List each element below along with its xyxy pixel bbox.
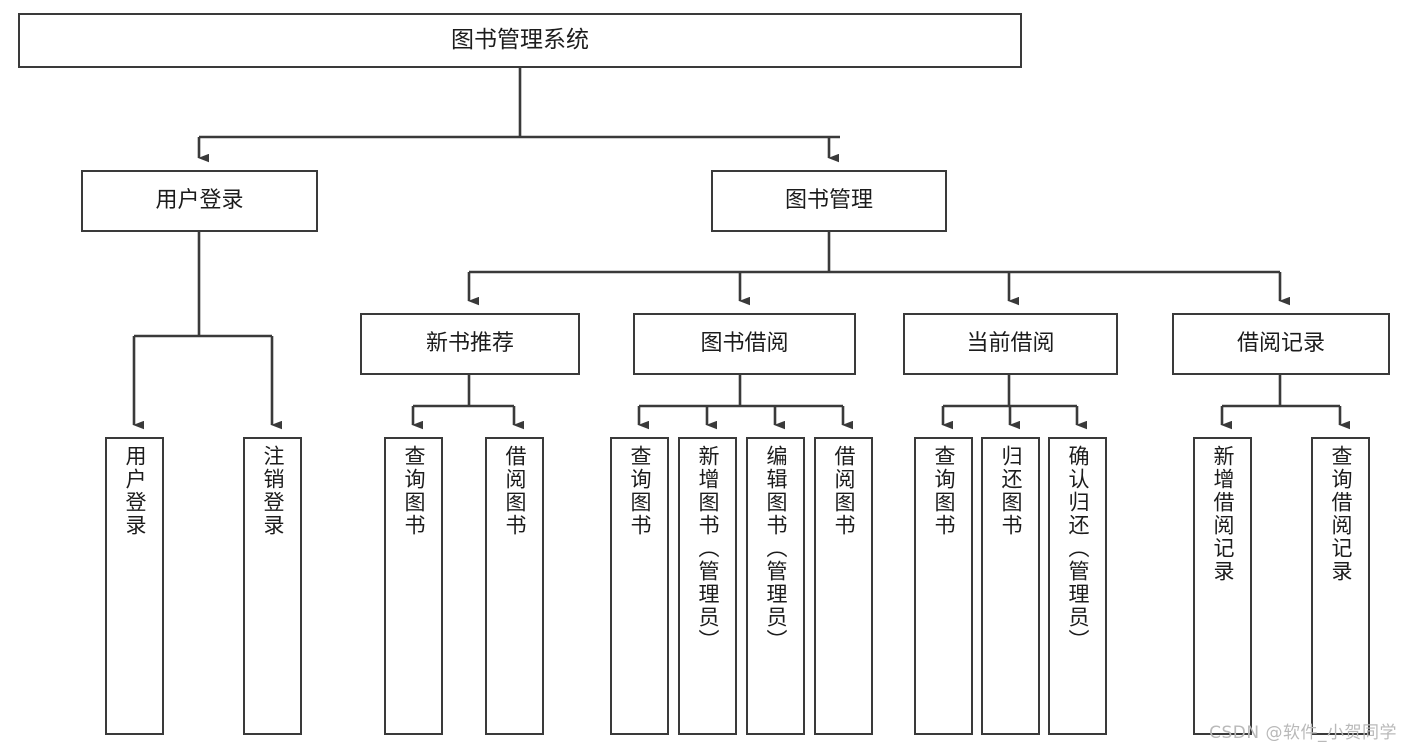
node-current-borrow[interactable]: 当前借阅: [903, 313, 1118, 375]
node-leaf-edit-book[interactable]: 编辑图书（管理员）: [746, 437, 805, 735]
node-book-borrow[interactable]: 图书借阅: [633, 313, 856, 375]
node-leaf-query-book-1-label: 查询图书: [402, 445, 426, 537]
node-leaf-query-record[interactable]: 查询借阅记录: [1311, 437, 1370, 735]
node-leaf-query-book-2[interactable]: 查询图书: [610, 437, 669, 735]
node-leaf-query-book-1[interactable]: 查询图书: [384, 437, 443, 735]
node-leaf-query-book-3[interactable]: 查询图书: [914, 437, 973, 735]
node-leaf-add-record-label: 新增借阅记录: [1211, 445, 1235, 583]
node-root-label: 图书管理系统: [451, 26, 589, 53]
node-leaf-confirm-return-label: 确认归还（管理员）: [1066, 445, 1090, 652]
node-leaf-borrow-book-2[interactable]: 借阅图书: [814, 437, 873, 735]
node-leaf-edit-book-label: 编辑图书（管理员）: [764, 445, 788, 652]
node-book-manage-label: 图书管理: [784, 188, 873, 214]
node-leaf-borrow-book-2-label: 借阅图书: [832, 445, 856, 537]
node-leaf-return-book-label: 归还图书: [999, 445, 1023, 537]
node-leaf-logout[interactable]: 注销登录: [243, 437, 302, 735]
node-borrow-record-label: 借阅记录: [1236, 331, 1325, 357]
node-leaf-query-book-2-label: 查询图书: [628, 445, 652, 537]
node-current-borrow-label: 当前借阅: [966, 331, 1055, 357]
node-new-book-rec[interactable]: 新书推荐: [360, 313, 580, 375]
node-leaf-add-book[interactable]: 新增图书（管理员）: [678, 437, 737, 735]
node-book-manage[interactable]: 图书管理: [711, 170, 947, 232]
node-leaf-confirm-return[interactable]: 确认归还（管理员）: [1048, 437, 1107, 735]
node-leaf-query-record-label: 查询借阅记录: [1329, 445, 1353, 583]
node-leaf-add-book-label: 新增图书（管理员）: [696, 445, 720, 652]
node-borrow-record[interactable]: 借阅记录: [1172, 313, 1390, 375]
node-leaf-borrow-book-1[interactable]: 借阅图书: [485, 437, 544, 735]
node-leaf-borrow-book-1-label: 借阅图书: [503, 445, 527, 537]
node-new-book-rec-label: 新书推荐: [425, 331, 514, 357]
node-user-login[interactable]: 用户登录: [81, 170, 318, 232]
node-leaf-user-login-label: 用户登录: [123, 445, 147, 537]
node-book-borrow-label: 图书借阅: [700, 331, 789, 357]
node-leaf-user-login[interactable]: 用户登录: [105, 437, 164, 735]
node-leaf-return-book[interactable]: 归还图书: [981, 437, 1040, 735]
node-root[interactable]: 图书管理系统: [18, 13, 1022, 68]
node-leaf-query-book-3-label: 查询图书: [932, 445, 956, 537]
node-user-login-label: 用户登录: [155, 188, 244, 214]
watermark: CSDN @软件_小贺同学: [1209, 723, 1397, 743]
node-leaf-logout-label: 注销登录: [261, 445, 285, 537]
node-leaf-add-record[interactable]: 新增借阅记录: [1193, 437, 1252, 735]
